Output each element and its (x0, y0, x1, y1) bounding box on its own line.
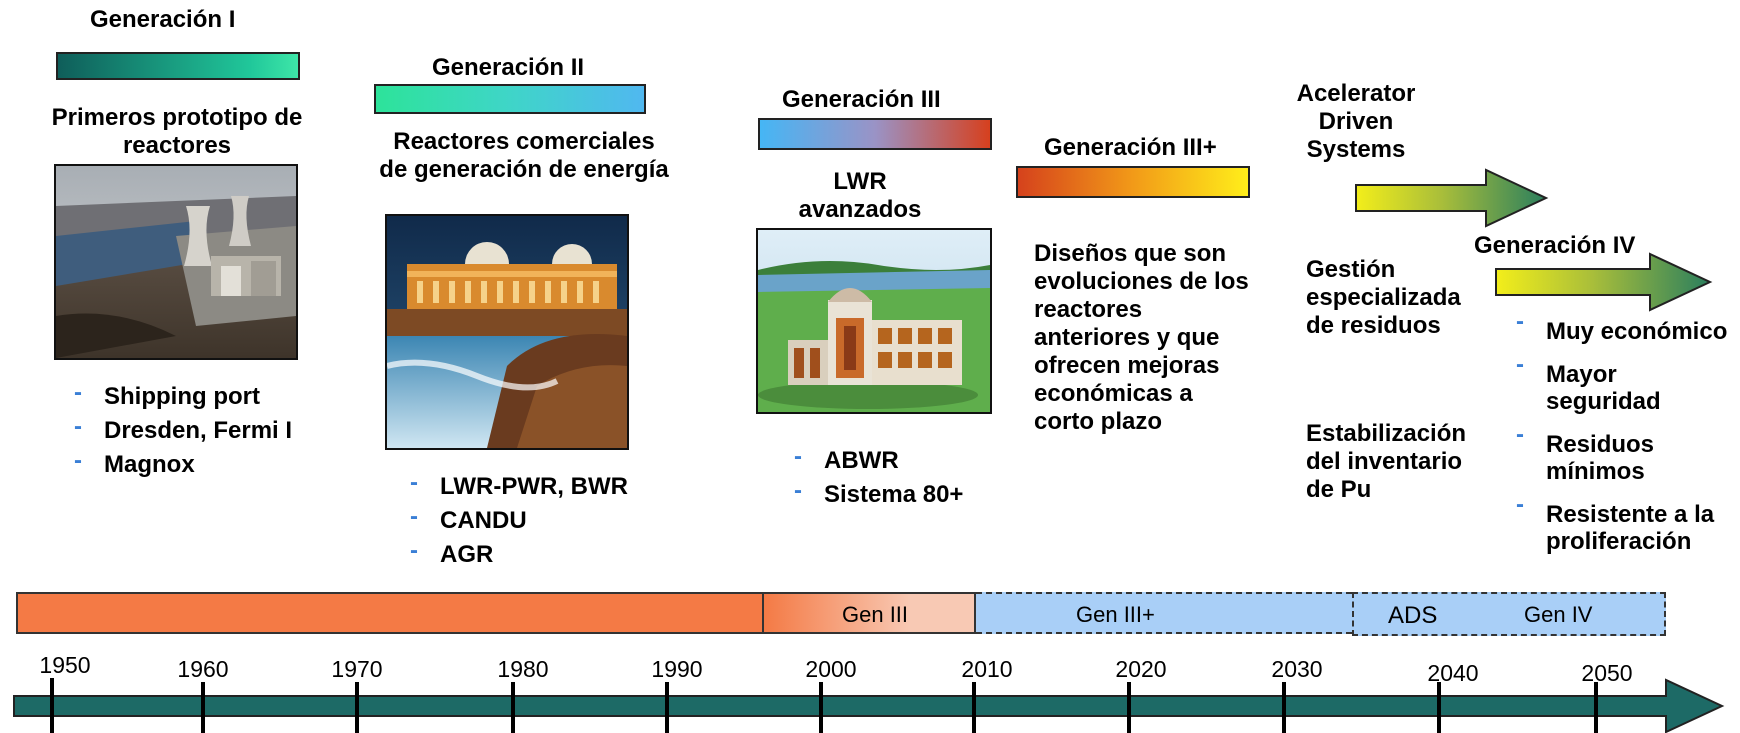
gen1-list: Shipping port Dresden, Fermi I Magnox (68, 376, 292, 482)
timeline-tick (511, 682, 515, 733)
gen4-arrow (1495, 252, 1713, 312)
gen2-list: LWR-PWR, BWR CANDU AGR (404, 466, 628, 572)
gen1-description: Primeros prototipo de reactores (51, 104, 303, 159)
gen2-photo (385, 214, 629, 450)
year-label: 2050 (1581, 660, 1633, 686)
year-label: 2010 (961, 656, 1013, 682)
gen3-description: LWR avanzados (798, 168, 922, 223)
ads-title: Acelerator Driven Systems (1296, 80, 1416, 163)
gen3plus-title: Generación III+ (1044, 134, 1217, 161)
gen3plus-bar (1016, 166, 1250, 198)
band-ads-label: ADS (1388, 602, 1438, 629)
gen4-item: Resistente a la proliferación (1510, 491, 1738, 555)
gen4-item: Residuos mínimos (1510, 421, 1738, 485)
gen1-item: Dresden, Fermi I (68, 410, 292, 448)
gen1-item: Magnox (68, 444, 292, 482)
timeline-tick (665, 682, 669, 733)
year-label: 2000 (805, 656, 857, 682)
gen4-list: Muy económico Mayor seguridad Residuos m… (1510, 308, 1738, 571)
gen3-item: Sistema 80+ (788, 474, 963, 512)
band-gen3: Gen III (762, 592, 976, 634)
timeline-tick (201, 682, 205, 733)
year-label: 2020 (1115, 656, 1167, 682)
gen2-item: LWR-PWR, BWR (404, 466, 628, 504)
timeline-tick (819, 682, 823, 733)
gen3-bar (758, 118, 992, 150)
gen2-item: AGR (404, 534, 628, 572)
band-ads-gen4: ADS Gen IV (1352, 592, 1666, 636)
year-label: 2030 (1271, 656, 1323, 682)
timeline-tick (1282, 682, 1286, 733)
timeline-tick (50, 678, 54, 733)
year-label: 1990 (651, 656, 703, 682)
ads-pu-stabilization: Estabilización del inventario de Pu (1306, 420, 1467, 503)
year-label: 2040 (1427, 660, 1479, 686)
gen2-title: Generación II (432, 54, 585, 81)
timeline-tick (355, 682, 359, 733)
timeline-tick (972, 682, 976, 733)
gen2-description: Reactores comerciales de generación de e… (379, 128, 669, 183)
band-gen3plus-label: Gen III+ (1076, 602, 1155, 627)
gen4-item: Mayor seguridad (1510, 351, 1738, 415)
gen3-title: Generación III (782, 86, 941, 113)
band-gen1-gen2 (16, 592, 762, 634)
gen1-photo (54, 164, 298, 360)
gen3-photo (756, 228, 992, 414)
year-label: 1960 (177, 656, 229, 682)
gen1-title: Generación I (90, 6, 236, 33)
year-label: 1950 (39, 652, 91, 678)
gen3-list: ABWR Sistema 80+ (788, 440, 963, 512)
gen1-item: Shipping port (68, 376, 292, 414)
timeline-tick (1594, 682, 1598, 733)
band-gen3plus: Gen III+ (976, 592, 1352, 634)
year-label: 1970 (331, 656, 383, 682)
gen3-item: ABWR (788, 440, 963, 478)
ads-waste-management: Gestión especializada de residuos (1306, 256, 1461, 339)
gen2-item: CANDU (404, 500, 628, 538)
gen4-title: Generación IV (1474, 232, 1636, 259)
band-gen4-label: Gen IV (1524, 602, 1593, 627)
gen3plus-description: Diseños que son evoluciones de los react… (1034, 240, 1249, 435)
year-label: 1980 (497, 656, 549, 682)
gen4-item: Muy económico (1510, 308, 1738, 345)
ads-arrow (1355, 168, 1549, 228)
gen1-bar (56, 52, 300, 80)
band-gen3-label: Gen III (842, 602, 909, 627)
timeline-axis (13, 678, 1725, 733)
gen2-bar (374, 84, 646, 114)
timeline-tick (1127, 682, 1131, 733)
timeline-tick (1437, 682, 1441, 733)
